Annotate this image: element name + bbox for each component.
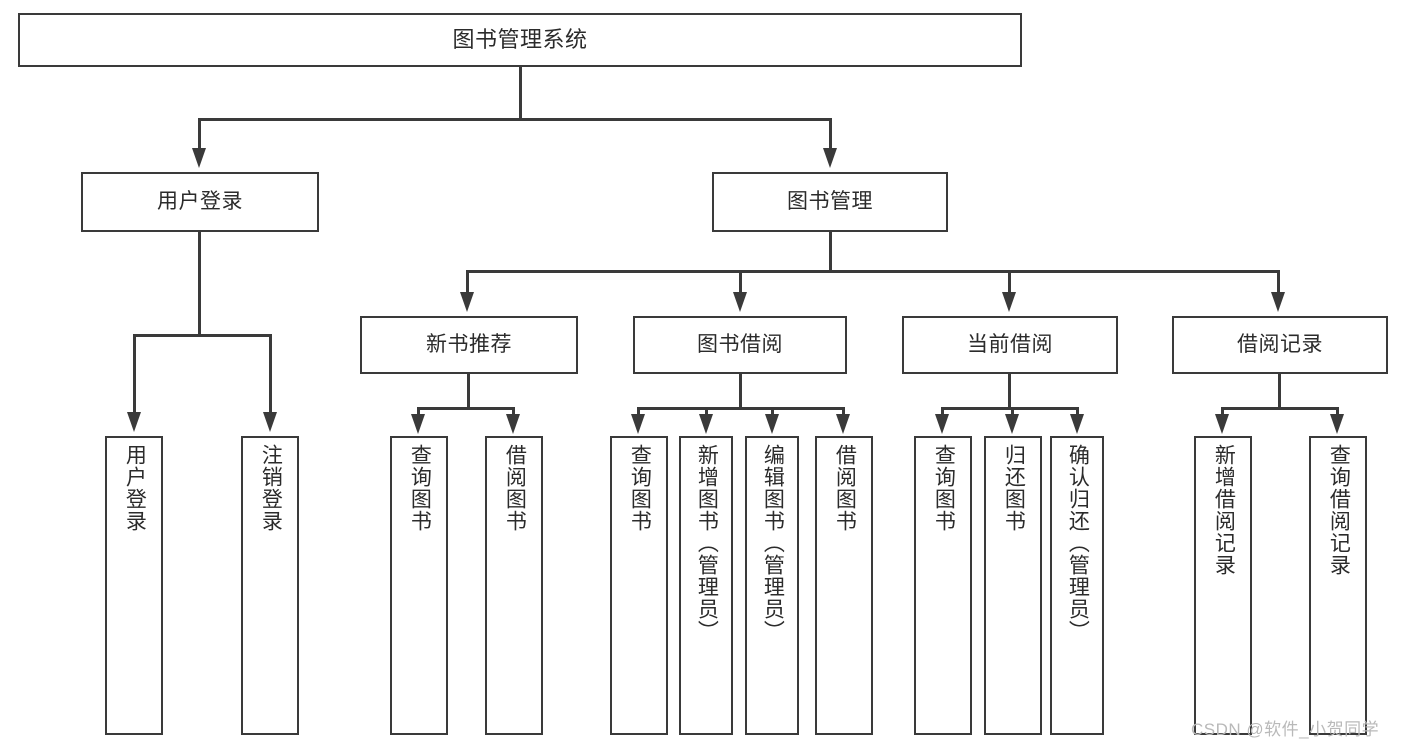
node-label: 新增图书（管理员） (695, 444, 719, 642)
connector-new-book-child-1 (417, 407, 420, 417)
connector-user-login-bar (133, 334, 272, 337)
connector-user-login-child-2 (269, 334, 272, 414)
node-book-management-system[interactable]: 图书管理系统 (18, 13, 1022, 67)
node-leaf-edit-book-admin[interactable]: 编辑图书（管理员） (745, 436, 799, 735)
connector-borrow-record-child-1 (1221, 407, 1224, 417)
arrow-to-edit-book (765, 414, 779, 434)
arrow-to-user-login-leaf (127, 412, 141, 432)
arrow-to-current-borrow (1002, 292, 1016, 312)
connector-book-borrow-stem (739, 374, 742, 409)
node-label: 查询借阅记录 (1327, 444, 1351, 576)
arrow-to-query-book-2 (631, 414, 645, 434)
connector-new-book-child-2 (512, 407, 515, 417)
node-label: 查询图书 (628, 444, 652, 532)
node-label: 新增借阅记录 (1212, 444, 1236, 576)
node-leaf-borrow-book-recommend[interactable]: 借阅图书 (485, 436, 543, 735)
connector-book-borrow-child-4 (842, 407, 845, 417)
node-label: 归还图书 (1002, 444, 1026, 532)
node-leaf-confirm-return-admin[interactable]: 确认归还（管理员） (1050, 436, 1104, 735)
node-leaf-query-book-current[interactable]: 查询图书 (914, 436, 972, 735)
node-leaf-query-book-borrow[interactable]: 查询图书 (610, 436, 668, 735)
node-leaf-logout[interactable]: 注销登录 (241, 436, 299, 735)
connector-current-borrow-child-2 (1011, 407, 1014, 417)
node-current-borrow[interactable]: 当前借阅 (902, 316, 1118, 374)
connector-book-management-bar (466, 270, 1280, 273)
arrow-to-borrow-book-2 (836, 414, 850, 434)
node-leaf-return-book[interactable]: 归还图书 (984, 436, 1042, 735)
connector-new-book-bar (417, 407, 515, 410)
node-label: 编辑图书（管理员） (761, 444, 785, 642)
connector-new-book-stem (467, 374, 470, 409)
connector-current-borrow-child-3 (1076, 407, 1079, 417)
arrow-to-add-book (699, 414, 713, 434)
node-leaf-add-borrow-record[interactable]: 新增借阅记录 (1194, 436, 1252, 735)
connector-current-borrow-bar (941, 407, 1079, 410)
arrow-to-query-book-1 (411, 414, 425, 434)
node-book-management[interactable]: 图书管理 (712, 172, 948, 232)
node-label: 图书借阅 (697, 332, 783, 356)
connector-bm-to-new-book (466, 270, 469, 294)
node-label: 确认归还（管理员） (1066, 444, 1090, 642)
node-label: 借阅图书 (503, 444, 527, 532)
node-borrow-record[interactable]: 借阅记录 (1172, 316, 1388, 374)
arrow-to-book-borrow (733, 292, 747, 312)
connector-current-borrow-stem (1008, 374, 1011, 409)
node-label: 借阅记录 (1237, 332, 1323, 356)
node-leaf-user-login[interactable]: 用户登录 (105, 436, 163, 735)
arrow-to-add-borrow-record (1215, 414, 1229, 434)
node-leaf-query-book-recommend[interactable]: 查询图书 (390, 436, 448, 735)
arrow-to-query-borrow-record (1330, 414, 1344, 434)
connector-book-borrow-bar (637, 407, 845, 410)
node-user-login[interactable]: 用户登录 (81, 172, 319, 232)
connector-borrow-record-bar (1221, 407, 1339, 410)
node-label: 注销登录 (259, 444, 283, 532)
connector-book-borrow-child-3 (771, 407, 774, 417)
connector-user-login-child-1 (133, 334, 136, 414)
connector-current-borrow-child-1 (941, 407, 944, 417)
connector-bm-to-borrow-record (1277, 270, 1280, 294)
arrow-to-logout-leaf (263, 412, 277, 432)
node-label: 查询图书 (932, 444, 956, 532)
arrow-to-return-book (1005, 414, 1019, 434)
node-leaf-borrow-book[interactable]: 借阅图书 (815, 436, 873, 735)
connector-book-borrow-child-1 (637, 407, 640, 417)
node-label: 图书管理 (787, 189, 873, 213)
connector-root-to-book-management (829, 118, 832, 150)
arrow-to-borrow-record (1271, 292, 1285, 312)
connector-root-bar (198, 118, 832, 121)
connector-book-management-stem (829, 232, 832, 272)
node-book-borrow[interactable]: 图书借阅 (633, 316, 847, 374)
connector-borrow-record-child-2 (1336, 407, 1339, 417)
node-label: 图书管理系统 (452, 27, 588, 53)
arrow-to-query-book-3 (935, 414, 949, 434)
node-leaf-add-book-admin[interactable]: 新增图书（管理员） (679, 436, 733, 735)
node-label: 新书推荐 (426, 332, 512, 356)
connector-root-stem (519, 67, 522, 119)
arrow-to-confirm-return (1070, 414, 1084, 434)
arrow-to-borrow-book-1 (506, 414, 520, 434)
node-label: 当前借阅 (967, 332, 1053, 356)
arrow-to-user-login (192, 148, 206, 168)
node-label: 查询图书 (408, 444, 432, 532)
node-new-book-recommend[interactable]: 新书推荐 (360, 316, 578, 374)
arrow-to-new-book-recommend (460, 292, 474, 312)
node-leaf-query-borrow-record[interactable]: 查询借阅记录 (1309, 436, 1367, 735)
connector-book-borrow-child-2 (705, 407, 708, 417)
arrow-to-book-management (823, 148, 837, 168)
connector-root-to-user-login (198, 118, 201, 150)
connector-borrow-record-stem (1278, 374, 1281, 409)
connector-user-login-stem (198, 232, 201, 336)
node-label: 借阅图书 (833, 444, 857, 532)
node-label: 用户登录 (123, 444, 147, 532)
connector-bm-to-current-borrow (1008, 270, 1011, 294)
connector-bm-to-book-borrow (739, 270, 742, 294)
node-label: 用户登录 (157, 189, 243, 213)
